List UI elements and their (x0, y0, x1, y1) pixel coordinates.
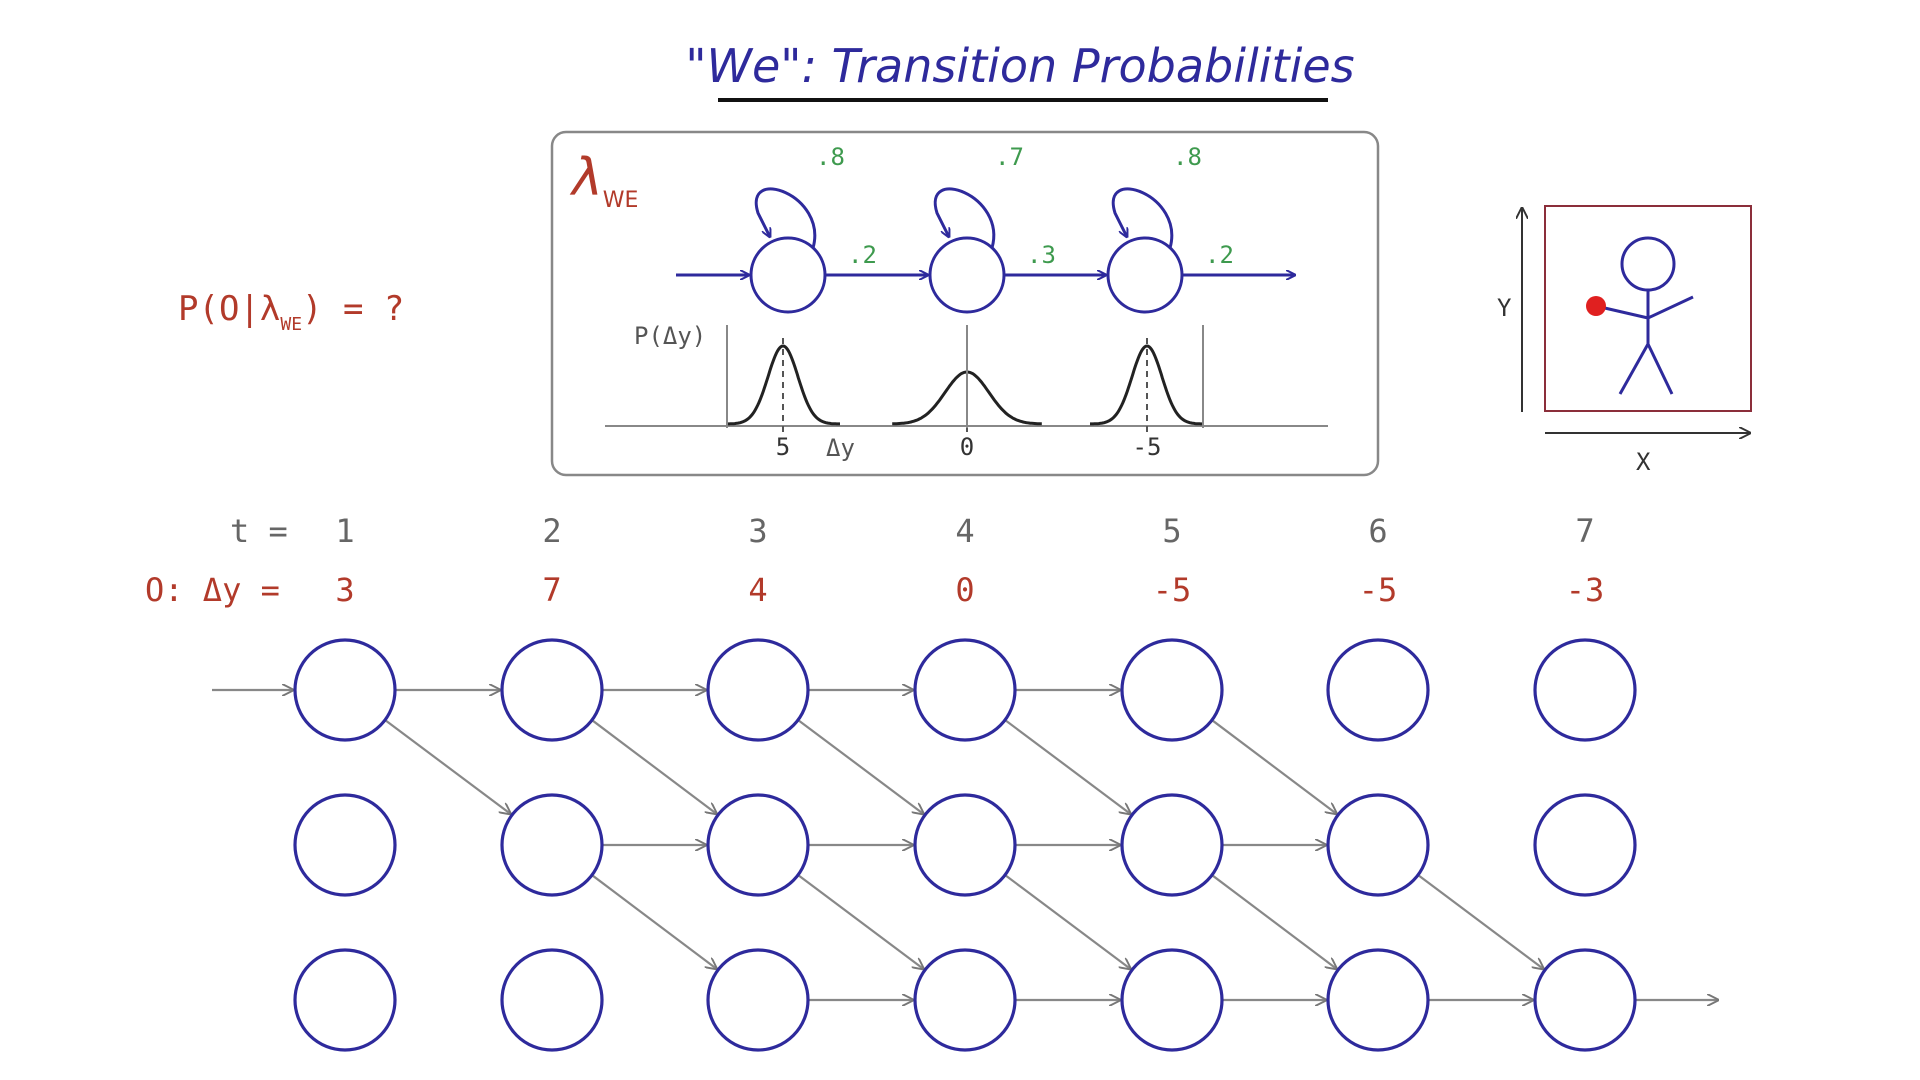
emission-mean-label-2: 0 (960, 433, 974, 461)
trellis-edge-advance-4-2 (1004, 874, 1130, 969)
trellis-node-t5-s2 (1120, 793, 1224, 897)
time-step-7: 7 (1575, 512, 1594, 550)
trellis-edge-advance-2-1 (591, 719, 716, 814)
figure-head (1620, 236, 1676, 292)
model-panel: λWE .8 .2 .7 .3 .8 .2 P(Δy) Δy 5 0 -5 (550, 130, 1380, 477)
trellis-node-t1-s2 (293, 793, 397, 897)
trellis-node-t4-s1 (913, 638, 1017, 742)
model-self-loop-1 (754, 187, 817, 249)
emission-curve-1 (726, 344, 840, 426)
trellis-node-t3-s1 (706, 638, 810, 742)
time-step-3: 3 (748, 512, 767, 550)
model-self-loop-2 (933, 187, 996, 249)
self-prob-label-2: .7 (995, 143, 1024, 171)
model-pdfs: 5 0 -5 (726, 325, 1204, 461)
question-prefix: P(O|λ (178, 289, 280, 329)
forward-prob-label-2: .3 (1027, 241, 1056, 269)
figure-leg-left (1618, 343, 1650, 395)
x-axis-label: X (1636, 448, 1651, 476)
model-state-2 (928, 236, 1006, 314)
trellis-node-t2-s3 (500, 948, 604, 1052)
trellis-node-t1-s3 (293, 948, 397, 1052)
observation-value-5: -5 (1153, 571, 1192, 609)
trellis-edge-advance-5-2 (1211, 874, 1336, 969)
trellis-edge-advance-2-2 (591, 874, 716, 969)
trellis-node-t7-s3 (1533, 948, 1637, 1052)
page-title: "We": Transition Probabilities (685, 39, 1354, 93)
lambda-symbol: λ (569, 148, 603, 208)
figure-frame (1544, 205, 1752, 412)
observation-value-7: -3 (1566, 571, 1605, 609)
trellis-node-t5-s1 (1120, 638, 1224, 742)
self-prob-label-1: .8 (816, 143, 845, 171)
observation-value-6: -5 (1359, 571, 1398, 609)
time-step-2: 2 (542, 512, 561, 550)
trellis-edge-advance-4-1 (1004, 719, 1130, 814)
trellis-node-t3-s2 (706, 793, 810, 897)
trellis-node-t4-s3 (913, 948, 1017, 1052)
trellis-node-t6-s2 (1326, 793, 1430, 897)
sequence-labels: 1 2 3 4 5 6 7 3 7 4 0 -5 -5 -3 (335, 512, 1604, 609)
trellis-edge-advance-1-1 (384, 719, 510, 814)
observation-row-label: O: Δy = (145, 571, 280, 609)
model-states: .8 .2 .7 .3 .8 .2 (676, 143, 1295, 314)
observation-value-4: 0 (955, 571, 974, 609)
model-state-1 (749, 236, 827, 314)
probability-question: P(O|λWE) = ? (178, 289, 404, 335)
time-step-1: 1 (335, 512, 354, 550)
trellis-edge-advance-3-2 (797, 874, 923, 969)
time-row-label: t = (230, 512, 288, 550)
trellis-node-t3-s3 (706, 948, 810, 1052)
figure-leg-right (1646, 343, 1674, 395)
forward-prob-label-3: .2 (1205, 241, 1234, 269)
model-lambda: λWE (569, 148, 638, 213)
observation-value-1: 3 (335, 571, 354, 609)
question-suffix: ) = ? (302, 289, 404, 329)
trellis-node-t2-s1 (500, 638, 604, 742)
observation-value-2: 7 (542, 571, 561, 609)
trellis-edge-advance-5-1 (1211, 719, 1336, 814)
y-axis-label: Y (1497, 294, 1512, 322)
model-state-3 (1106, 236, 1184, 314)
question-subscript: WE (280, 314, 302, 335)
trellis-edge-advance-6-2 (1417, 874, 1543, 969)
trellis-node-t1-s1 (293, 638, 397, 742)
emission-mean-label-1: 5 (776, 433, 790, 461)
pdf-x-label: Δy (826, 434, 855, 462)
trellis-node-t4-s2 (913, 793, 1017, 897)
trellis-node-t2-s2 (500, 793, 604, 897)
model-box (550, 130, 1380, 477)
trellis-edges (212, 690, 1718, 1000)
forward-prob-label-1: .2 (848, 241, 877, 269)
trellis-node-t5-s3 (1120, 948, 1224, 1052)
trellis-edge-advance-3-1 (797, 719, 923, 814)
figure-arm-right (1647, 295, 1694, 320)
emission-curve-3 (1090, 344, 1204, 426)
observation-value-3: 4 (748, 571, 767, 609)
trellis-node-t7-s2 (1533, 793, 1637, 897)
pdf-axis-label: P(Δy) (634, 322, 706, 350)
emission-mean-label-3: -5 (1133, 433, 1162, 461)
trellis-node-t6-s1 (1326, 638, 1430, 742)
model-self-loop-3 (1111, 187, 1174, 249)
trellis-node-t7-s1 (1533, 638, 1637, 742)
hand-marker-dot (1586, 296, 1606, 316)
stick-figure (1595, 236, 1694, 395)
trellis-node-t6-s3 (1326, 948, 1430, 1052)
time-step-6: 6 (1368, 512, 1387, 550)
lambda-subscript: WE (603, 188, 639, 213)
stick-figure-panel: Y X (1497, 205, 1752, 476)
self-prob-label-3: .8 (1173, 143, 1202, 171)
trellis-nodes (293, 638, 1637, 1052)
time-step-4: 4 (955, 512, 974, 550)
time-step-5: 5 (1162, 512, 1181, 550)
